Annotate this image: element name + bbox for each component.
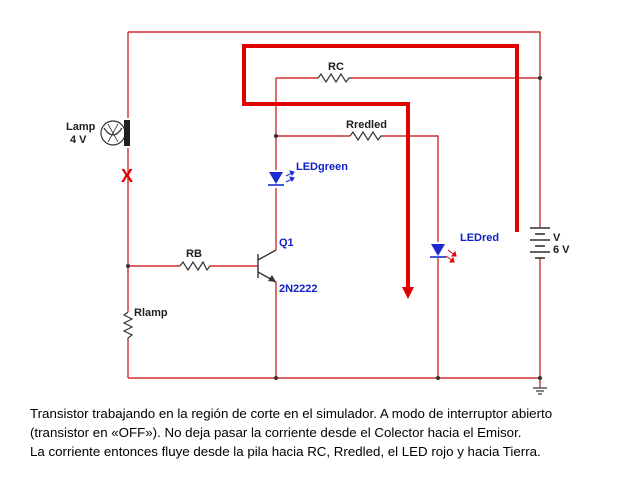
junction-rredled bbox=[274, 134, 278, 138]
wire-rredled-right bbox=[384, 135, 439, 242]
junction-rc-rail bbox=[538, 76, 542, 80]
current-path-arrow bbox=[242, 44, 519, 299]
battery-label: V bbox=[553, 232, 561, 244]
caption-line-2: (transistor en «OFF»). No deja pasar la … bbox=[30, 425, 522, 440]
junction-emitter bbox=[274, 376, 278, 380]
rredled-resistor bbox=[349, 130, 384, 142]
junction-ledred bbox=[436, 376, 440, 380]
junction-ground bbox=[538, 376, 542, 380]
q1-model: 2N2222 bbox=[279, 283, 318, 295]
ground-symbol bbox=[533, 387, 547, 395]
lamp-symbol bbox=[100, 120, 130, 146]
ledgreen-symbol bbox=[268, 170, 295, 186]
junction-base bbox=[126, 264, 130, 268]
rlamp-label: Rlamp bbox=[134, 307, 168, 319]
battery-value: 6 V bbox=[553, 244, 570, 256]
ledred-label: LEDred bbox=[460, 232, 499, 244]
junction-dots bbox=[126, 76, 542, 380]
caption-line-1: Transistor trabajando en la región de co… bbox=[30, 406, 553, 421]
rredled-label: Rredled bbox=[346, 119, 387, 131]
fault-mark: X bbox=[121, 166, 133, 186]
caption: Transistor trabajando en la región de co… bbox=[30, 404, 630, 461]
wire-top-rail bbox=[128, 31, 541, 228]
circuit-schematic: Lamp 4 V X RC Rredled LEDgreen LEDred RB bbox=[66, 31, 570, 395]
ledgreen-label: LEDgreen bbox=[296, 161, 348, 173]
battery-symbol bbox=[530, 227, 550, 259]
wires bbox=[127, 31, 541, 388]
lamp-value: 4 V bbox=[70, 134, 87, 146]
ledred-symbol bbox=[430, 244, 457, 263]
lamp-label: Lamp bbox=[66, 121, 96, 133]
q1-label: Q1 bbox=[279, 237, 294, 249]
wire-bottom-rail bbox=[128, 258, 541, 379]
rb-label: RB bbox=[186, 248, 202, 260]
rb-resistor bbox=[179, 260, 211, 272]
rc-resistor bbox=[317, 72, 352, 84]
rc-label: RC bbox=[328, 61, 344, 73]
rlamp-resistor bbox=[122, 311, 134, 340]
caption-line-3: La corriente entonces fluye desde la pil… bbox=[30, 444, 541, 459]
transistor-q1 bbox=[257, 249, 277, 283]
